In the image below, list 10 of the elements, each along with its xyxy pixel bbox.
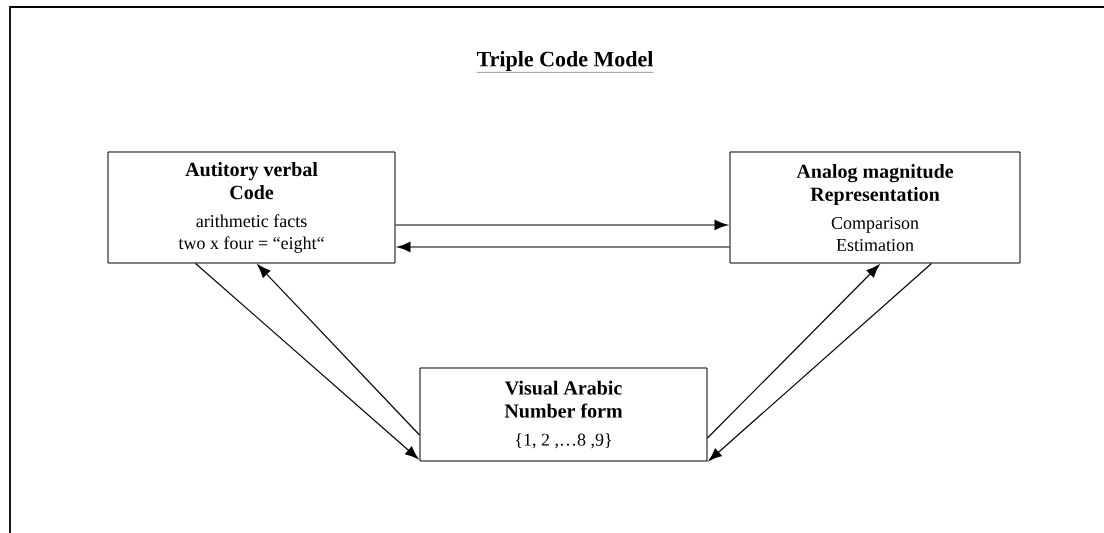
text-box: Analog magnitude Representation Comparison Estimation [729, 151, 1021, 264]
text-box: Autitory verbal Code arithmetic facts two x four = “eight“ [107, 151, 396, 264]
arrow [397, 241, 731, 253]
text-box: Visual Arabic Number form {1, 2 ,…8 ,9} [419, 367, 708, 462]
arrow [194, 262, 419, 459]
arrow [257, 264, 421, 436]
arrow [708, 262, 933, 461]
title: Triple Code Model [476, 51, 654, 73]
arrow [394, 219, 728, 231]
arrow [706, 264, 880, 439]
